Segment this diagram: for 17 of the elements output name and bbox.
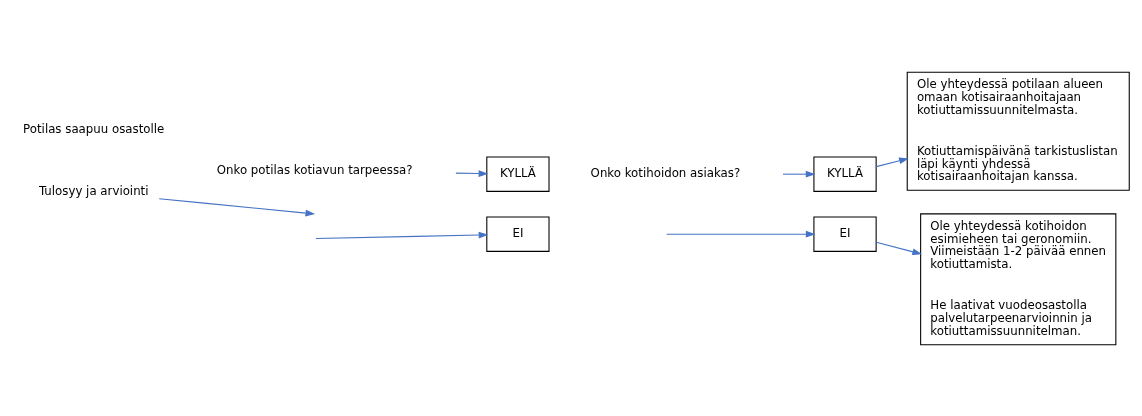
arrow — [455, 169, 489, 177]
node-text: Tulosyy ja arviointi — [38, 183, 149, 198]
node-box: EI — [486, 216, 550, 252]
node-box: KYLLÄ — [813, 156, 877, 192]
arrow — [666, 230, 816, 238]
node-box: EI — [813, 216, 877, 252]
node-text: Onko potilas kotiavun tarpeessa? — [216, 162, 413, 177]
arrow — [315, 231, 489, 239]
node-text: Onko kotihoidon asiakas? — [590, 165, 741, 180]
arrow — [875, 157, 909, 167]
node-text: Potilas saapuu osastolle — [23, 121, 165, 136]
arrow — [158, 197, 316, 216]
arrow — [782, 170, 816, 178]
node-box: Ole yhteydessä kotihoidon esimieheen tai geronomiin. Viimeistään 1-2 päivää ennen kotiuttamista. He laativat vuodeosastolla palvelutarpeenarvioinnin ja kotiuttamissuunnitelman. — [920, 212, 1117, 345]
arrow — [875, 241, 923, 255]
node-box: KYLLÄ — [486, 156, 550, 192]
node-box: Ole yhteydessä potilaan alueen omaan kotisairaanhoitajaan kotiuttamissuunnitelmasta. Kotiuttamispäivänä tarkistuslistan läpi käynti yhdessä kotisairaanhoitajan kanssa. — [906, 71, 1130, 191]
